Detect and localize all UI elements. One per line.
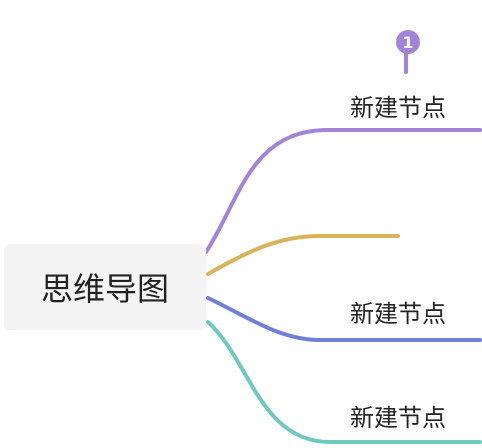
branch-connector-4 (206, 320, 482, 444)
branch-connector-3 (206, 296, 482, 342)
root-node-label: 思维导图 (40, 270, 169, 308)
branch-connector-1 (204, 128, 482, 254)
branch-connector-2 (206, 234, 400, 276)
branch-node-4[interactable]: 新建节点 (350, 404, 446, 432)
branch-node-1[interactable]: 新建节点 (350, 94, 446, 122)
root-node[interactable]: 思维导图 (4, 244, 206, 330)
branch-node-3[interactable]: 新建节点 (350, 300, 446, 328)
priority-marker-icon[interactable]: 1 (396, 30, 420, 54)
priority-marker-number: 1 (402, 32, 414, 52)
